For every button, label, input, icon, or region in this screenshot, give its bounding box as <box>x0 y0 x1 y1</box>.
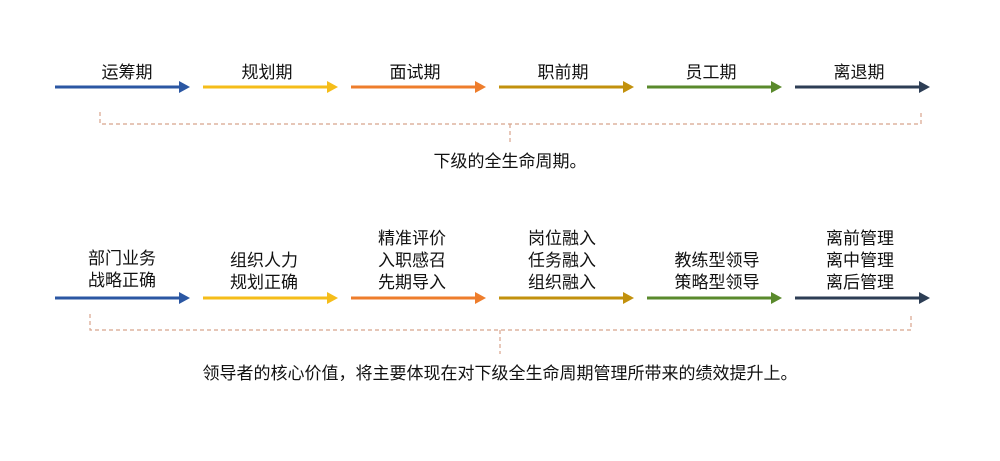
stage-arrow <box>55 81 190 93</box>
stage-arrow <box>351 292 486 304</box>
row1-stage-label: 职前期 <box>537 63 589 83</box>
row2-stage-line: 入职感召 <box>378 251 446 271</box>
row1-arrows <box>55 81 930 93</box>
row1-stage-label: 员工期 <box>685 63 737 83</box>
row2-stage-line: 组织融入 <box>528 273 596 293</box>
row1-stage-label: 离退期 <box>833 63 885 83</box>
stage-arrow <box>55 292 190 304</box>
stage-arrow <box>499 292 634 304</box>
row2-stage-line: 部门业务 <box>88 249 156 269</box>
row2-stage-line: 岗位融入 <box>528 229 596 249</box>
stage-arrow <box>203 81 338 93</box>
row2-stage-line: 教练型领导 <box>674 251 760 271</box>
row2-stage-line: 离后管理 <box>826 273 894 293</box>
row2-stage-line: 组织人力 <box>230 251 298 271</box>
row2-stage-line: 精准评价 <box>378 229 446 249</box>
row2-stage-line: 离中管理 <box>826 251 894 271</box>
row2-stage-line: 任务融入 <box>528 251 596 271</box>
stage-arrow <box>351 81 486 93</box>
row1-bracket <box>99 112 922 142</box>
stage-arrow <box>795 292 930 304</box>
row1-stage-label: 面试期 <box>389 63 441 83</box>
stage-arrow <box>795 81 930 93</box>
row2-bracket <box>89 314 912 354</box>
row2-stage-line: 离前管理 <box>826 229 894 249</box>
row2-stage-line: 先期导入 <box>378 273 446 293</box>
row2-stage-label: 部门业务 战略正确 <box>62 248 182 292</box>
row1-caption: 下级的全生命周期。 <box>433 152 587 172</box>
stage-arrow <box>499 81 634 93</box>
row2-stage-line: 规划正确 <box>230 273 298 293</box>
row2-stage-line: 策略型领导 <box>674 273 760 293</box>
row2-stage-line: 战略正确 <box>88 271 156 291</box>
row2-stage-label: 组织人力 规划正确 <box>204 250 324 294</box>
row2-caption: 领导者的核心价值，将主要体现在对下级全生命周期管理所带来的绩效提升上。 <box>202 364 798 384</box>
row1-stage-label: 规划期 <box>241 63 293 83</box>
row2-arrows <box>55 292 930 304</box>
row1-stage-label: 运筹期 <box>101 63 153 83</box>
stage-arrow <box>647 292 782 304</box>
stage-arrow <box>647 81 782 93</box>
row2-stage-label: 离前管理 离中管理 离后管理 <box>800 228 920 294</box>
row2-stage-label: 精准评价 入职感召 先期导入 <box>352 228 472 294</box>
row2-stage-label: 教练型领导 策略型领导 <box>652 250 782 294</box>
stage-arrow <box>203 292 338 304</box>
row2-stage-label: 岗位融入 任务融入 组织融入 <box>502 228 622 294</box>
